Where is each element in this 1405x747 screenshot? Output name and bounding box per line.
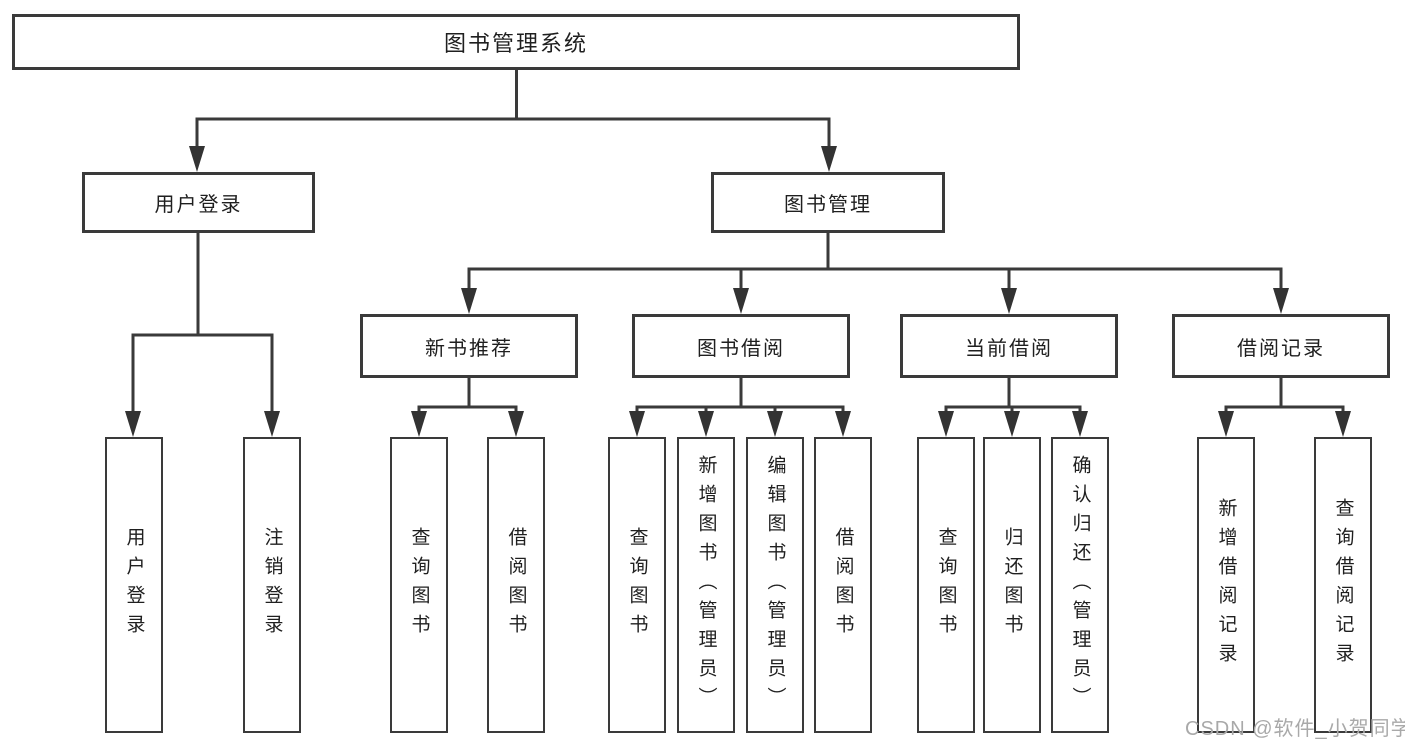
leaf-label: 新增图书（管理员） (695, 454, 717, 716)
leaf-label: 归还图书 (1001, 527, 1023, 643)
level2-node-book-management: 图书管理 (711, 172, 945, 233)
leaf-node-return-books: 归还图书 (983, 437, 1041, 733)
leaf-label: 借阅图书 (832, 527, 854, 643)
leaf-node-confirm-return-admin: 确认归还（管理员） (1051, 437, 1109, 733)
leaf-node-add-books-admin: 新增图书（管理员） (677, 437, 735, 733)
connector-records-to-leaves (1224, 378, 1345, 414)
leaf-node-add-borrow-record: 新增借阅记录 (1197, 437, 1255, 733)
connector-bookmgmt-to-level3 (467, 233, 1283, 292)
leaf-node-query-books-1: 查询图书 (390, 437, 448, 733)
leaf-label: 借阅图书 (505, 527, 527, 643)
leaf-label: 注销登录 (261, 527, 283, 643)
leaf-node-borrow-books-1: 借阅图书 (487, 437, 545, 733)
leaf-label: 用户登录 (123, 527, 145, 643)
level3-node-new-book-recommend: 新书推荐 (360, 314, 578, 378)
leaf-node-query-borrow-record: 查询借阅记录 (1314, 437, 1372, 733)
leaf-label: 确认归还（管理员） (1069, 454, 1091, 716)
leaf-node-borrow-books-2: 借阅图书 (814, 437, 872, 733)
leaf-label: 查询图书 (408, 527, 430, 643)
level3-node-borrow-records: 借阅记录 (1172, 314, 1390, 378)
root-node-library-system: 图书管理系统 (12, 14, 1020, 70)
leaf-label: 查询借阅记录 (1332, 498, 1354, 672)
level3-node-book-borrow: 图书借阅 (632, 314, 850, 378)
arrowheads (125, 146, 1351, 437)
leaf-label: 查询图书 (626, 527, 648, 643)
connector-borrow-to-leaves (635, 378, 845, 414)
level2-node-user-login: 用户登录 (82, 172, 315, 233)
leaf-node-query-books-2: 查询图书 (608, 437, 666, 733)
leaf-node-logout: 注销登录 (243, 437, 301, 733)
leaf-node-query-books-3: 查询图书 (917, 437, 975, 733)
leaf-label: 新增借阅记录 (1215, 498, 1237, 672)
leaf-node-edit-books-admin: 编辑图书（管理员） (746, 437, 804, 733)
connector-userlogin-to-leaves (131, 233, 274, 413)
leaf-label: 编辑图书（管理员） (764, 454, 786, 716)
level3-node-current-borrow: 当前借阅 (900, 314, 1118, 378)
leaf-node-user-login: 用户登录 (105, 437, 163, 733)
connector-current-to-leaves (944, 378, 1082, 414)
leaf-label: 查询图书 (935, 527, 957, 643)
connector-root-to-level2 (195, 70, 831, 150)
connector-newbook-to-leaves (417, 378, 518, 414)
